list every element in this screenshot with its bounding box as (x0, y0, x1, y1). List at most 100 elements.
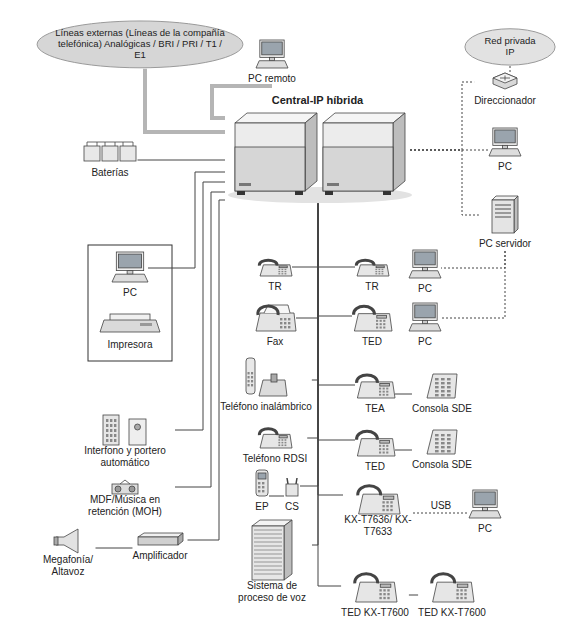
device-node: Amplificador (132, 533, 187, 563)
icon-part (435, 386, 439, 388)
icon-part (383, 320, 385, 322)
pbx-unit: Central-IP híbrida (225, 90, 410, 204)
connector (410, 150, 479, 215)
icon-part (382, 505, 384, 507)
icon-part (105, 142, 115, 146)
icon-part (284, 326, 286, 328)
icon-part (284, 322, 286, 324)
icon-part (447, 386, 451, 388)
cs-icon (284, 478, 300, 496)
icon-part (281, 439, 283, 441)
network-cloud: Líneas externas (Líneas de la compañía t… (35, 20, 245, 69)
icon-part (447, 378, 451, 380)
icon-part (87, 142, 97, 146)
icon-part (379, 593, 381, 595)
node-label: PC remoto (248, 73, 296, 85)
icon-part (460, 593, 462, 595)
amp-icon (138, 533, 183, 545)
icon-part (457, 584, 468, 587)
icon-part (56, 529, 78, 553)
icon-part (284, 318, 286, 320)
node-label: Teléfono inalámbrico (220, 401, 312, 413)
icon-part (288, 326, 290, 328)
connector (312, 204, 318, 545)
node-label: EP (255, 501, 268, 513)
icon-part (248, 384, 250, 386)
icon-part (447, 442, 451, 444)
icon-part (495, 204, 511, 206)
router-icon (493, 72, 517, 90)
icon-part (87, 142, 133, 143)
icon-part (447, 382, 451, 384)
icon-part (393, 113, 405, 191)
icon-part (378, 269, 380, 270)
icon-part (256, 313, 296, 331)
pc-icon (112, 252, 148, 282)
device-node: TED KX-T7600 (341, 570, 409, 620)
icon-part (495, 208, 511, 210)
icon-part (456, 593, 458, 595)
icon-part (54, 537, 58, 545)
icon-part (379, 388, 381, 390)
icon-part (500, 76, 510, 81)
icon-part (386, 394, 388, 396)
device-node: Teléfono RDSI (243, 426, 307, 466)
device-node: Teléfono inalámbrico (220, 358, 312, 414)
icon-part (254, 562, 282, 563)
icon-part (112, 274, 148, 282)
icon-part (380, 323, 382, 325)
icon-part (262, 42, 282, 55)
icon-part (383, 191, 391, 195)
cordless-icon (245, 358, 287, 396)
icon-part (464, 589, 466, 591)
icon-part (284, 520, 292, 580)
icon-part (285, 273, 287, 274)
icon-part (376, 327, 378, 329)
speaker-icon (54, 528, 82, 554)
icon-part (120, 146, 136, 161)
pc-icon (469, 490, 501, 518)
icon-part (260, 40, 284, 57)
icon-part (357, 265, 389, 276)
icon-part (262, 490, 264, 492)
icon-part (359, 494, 400, 514)
node-label: Consola SDE (412, 459, 472, 471)
node-label: Baterías (91, 167, 128, 179)
device-node: Fax (254, 303, 296, 349)
icon-part (251, 384, 253, 386)
icon-part (495, 212, 511, 214)
icon-part (390, 501, 392, 503)
icon-part (106, 439, 108, 442)
icon-part (278, 439, 280, 441)
icon-part (281, 269, 283, 270)
icon-part (422, 320, 427, 323)
device-node: PC (409, 250, 441, 296)
node-label: PC (418, 336, 432, 348)
icon-part (100, 320, 160, 332)
device-node: PC remoto (248, 40, 296, 86)
icon-part (482, 507, 487, 510)
icon-part (435, 378, 439, 380)
node-label: Consola SDE (412, 403, 472, 415)
fax-icon (254, 303, 296, 331)
icon-part (390, 505, 392, 507)
icon-part (441, 390, 445, 392)
icon-part (112, 484, 138, 494)
icon-part (110, 439, 112, 442)
node-label: Impresora (107, 339, 152, 351)
icon-part (248, 380, 250, 382)
icon-part (271, 374, 277, 382)
icon-part (441, 442, 445, 444)
console-icon (427, 372, 457, 398)
icon-part (447, 446, 451, 448)
icon-part (103, 415, 119, 445)
node-label: TED (362, 336, 382, 348)
pc-icon (409, 303, 441, 331)
device-node: Interfono y portero automático (75, 415, 175, 470)
phone-icon (355, 258, 389, 276)
icon-part (280, 326, 282, 328)
icon-part (115, 486, 121, 492)
icon-part (278, 269, 280, 270)
icon-part (285, 269, 287, 270)
icon-part (254, 574, 282, 575)
